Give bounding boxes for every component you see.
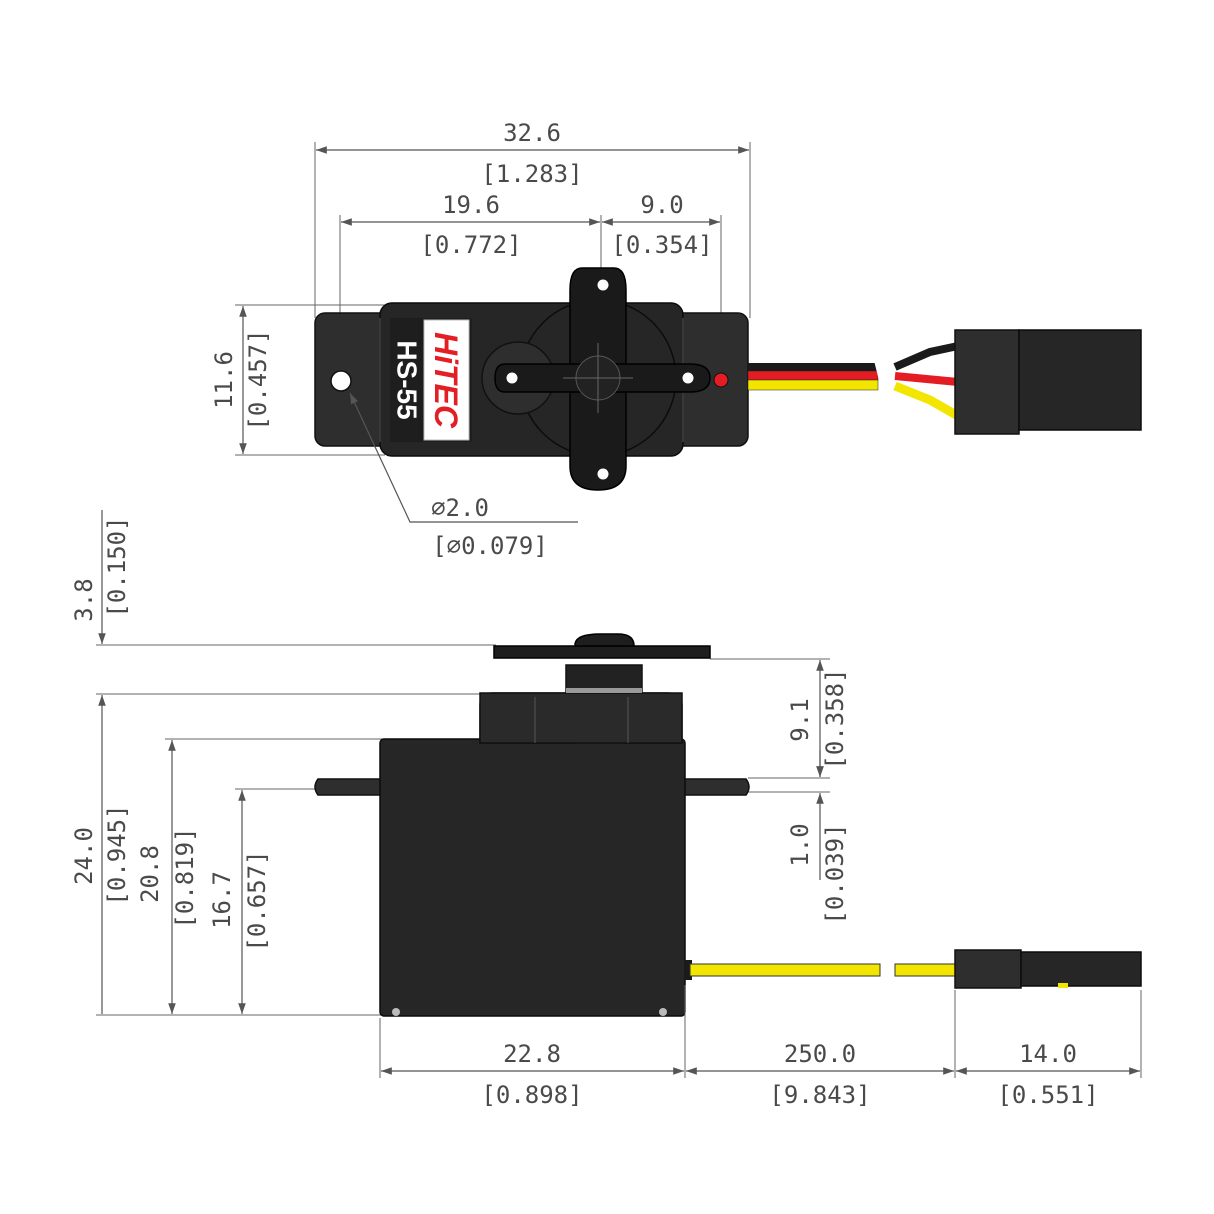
horn-hole-right: [682, 372, 694, 384]
mounting-hole-left: [330, 370, 352, 392]
flange-thickness-mm: 1.0: [786, 823, 814, 866]
horn-hole-top: [597, 279, 609, 291]
flange-right: [682, 778, 750, 796]
case-length-in: [0.898]: [481, 1081, 582, 1109]
horn-side: [493, 645, 711, 659]
overall-length-in: [1.283]: [481, 160, 582, 188]
wire-black-splay: [893, 342, 959, 371]
case-height-in: [0.819]: [171, 827, 199, 928]
logo-panel: [423, 319, 470, 441]
shaft-to-end-in: [0.354]: [611, 231, 712, 259]
hole-to-shaft-mm: 19.6: [442, 191, 500, 219]
horn-to-flange-in: [0.358]: [821, 668, 849, 769]
connector-top-housing: [954, 329, 1020, 435]
wire-yellow-top: [747, 379, 879, 391]
wire-yellow-splay: [893, 381, 961, 420]
shaft-to-end-mm: 9.0: [640, 191, 683, 219]
wire-red-top: [747, 370, 879, 381]
case-screw-right: [659, 1008, 667, 1016]
lead-wire-side-end: [894, 963, 956, 977]
connector-length-mm: 14.0: [1019, 1040, 1077, 1068]
lead-wire-side: [689, 963, 881, 977]
case-screw-left: [392, 1008, 400, 1016]
horn-hole-left: [506, 372, 518, 384]
case-height-mm: 20.8: [136, 845, 164, 903]
width-mm: 11.6: [210, 351, 238, 409]
total-height-in: [0.945]: [103, 804, 131, 905]
horn-thickness-in: [0.150]: [103, 516, 131, 617]
overall-length-mm: 32.6: [503, 119, 561, 147]
connector-side-body: [1020, 951, 1142, 987]
lead-length-in: [9.843]: [769, 1081, 870, 1109]
model-label: HS-55: [392, 340, 423, 419]
hitec-logo: HiTEC: [428, 332, 464, 429]
side-view: 3.8 [0.150] 24.0 [0.945] 20.8 [0.819] 16…: [70, 510, 1142, 1109]
servo-case-side: [379, 738, 686, 1017]
flange-thickness-in: [0.039]: [821, 823, 849, 924]
horn-hole-bottom: [597, 468, 609, 480]
mounting-hole-right: [713, 372, 729, 388]
wire-black-top: [748, 363, 878, 371]
flange-left: [314, 778, 386, 796]
wire-red-splay: [894, 372, 959, 386]
lead-length-mm: 250.0: [784, 1040, 856, 1068]
hole-to-shaft-in: [0.772]: [420, 231, 521, 259]
total-height-mm: 24.0: [70, 827, 98, 885]
top-view: 32.6 [1.283] 19.6 [0.772] 9.0 [0.354] 11…: [210, 119, 1142, 560]
flange-height-mm: 16.7: [208, 871, 236, 929]
hole-diameter-in: [∅0.079]: [432, 532, 548, 560]
case-length-mm: 22.8: [503, 1040, 561, 1068]
connector-side-housing: [954, 949, 1022, 989]
horn-thickness-mm: 3.8: [70, 578, 98, 621]
flange-height-in: [0.657]: [243, 850, 271, 951]
hole-diameter-mm: ∅2.0: [431, 494, 489, 522]
connector-length-in: [0.551]: [997, 1081, 1098, 1109]
horn-to-flange-mm: 9.1: [786, 698, 814, 741]
hole-diameter-leader: [349, 392, 578, 523]
connector-top-body: [1018, 329, 1142, 431]
width-in: [0.457]: [244, 329, 272, 430]
